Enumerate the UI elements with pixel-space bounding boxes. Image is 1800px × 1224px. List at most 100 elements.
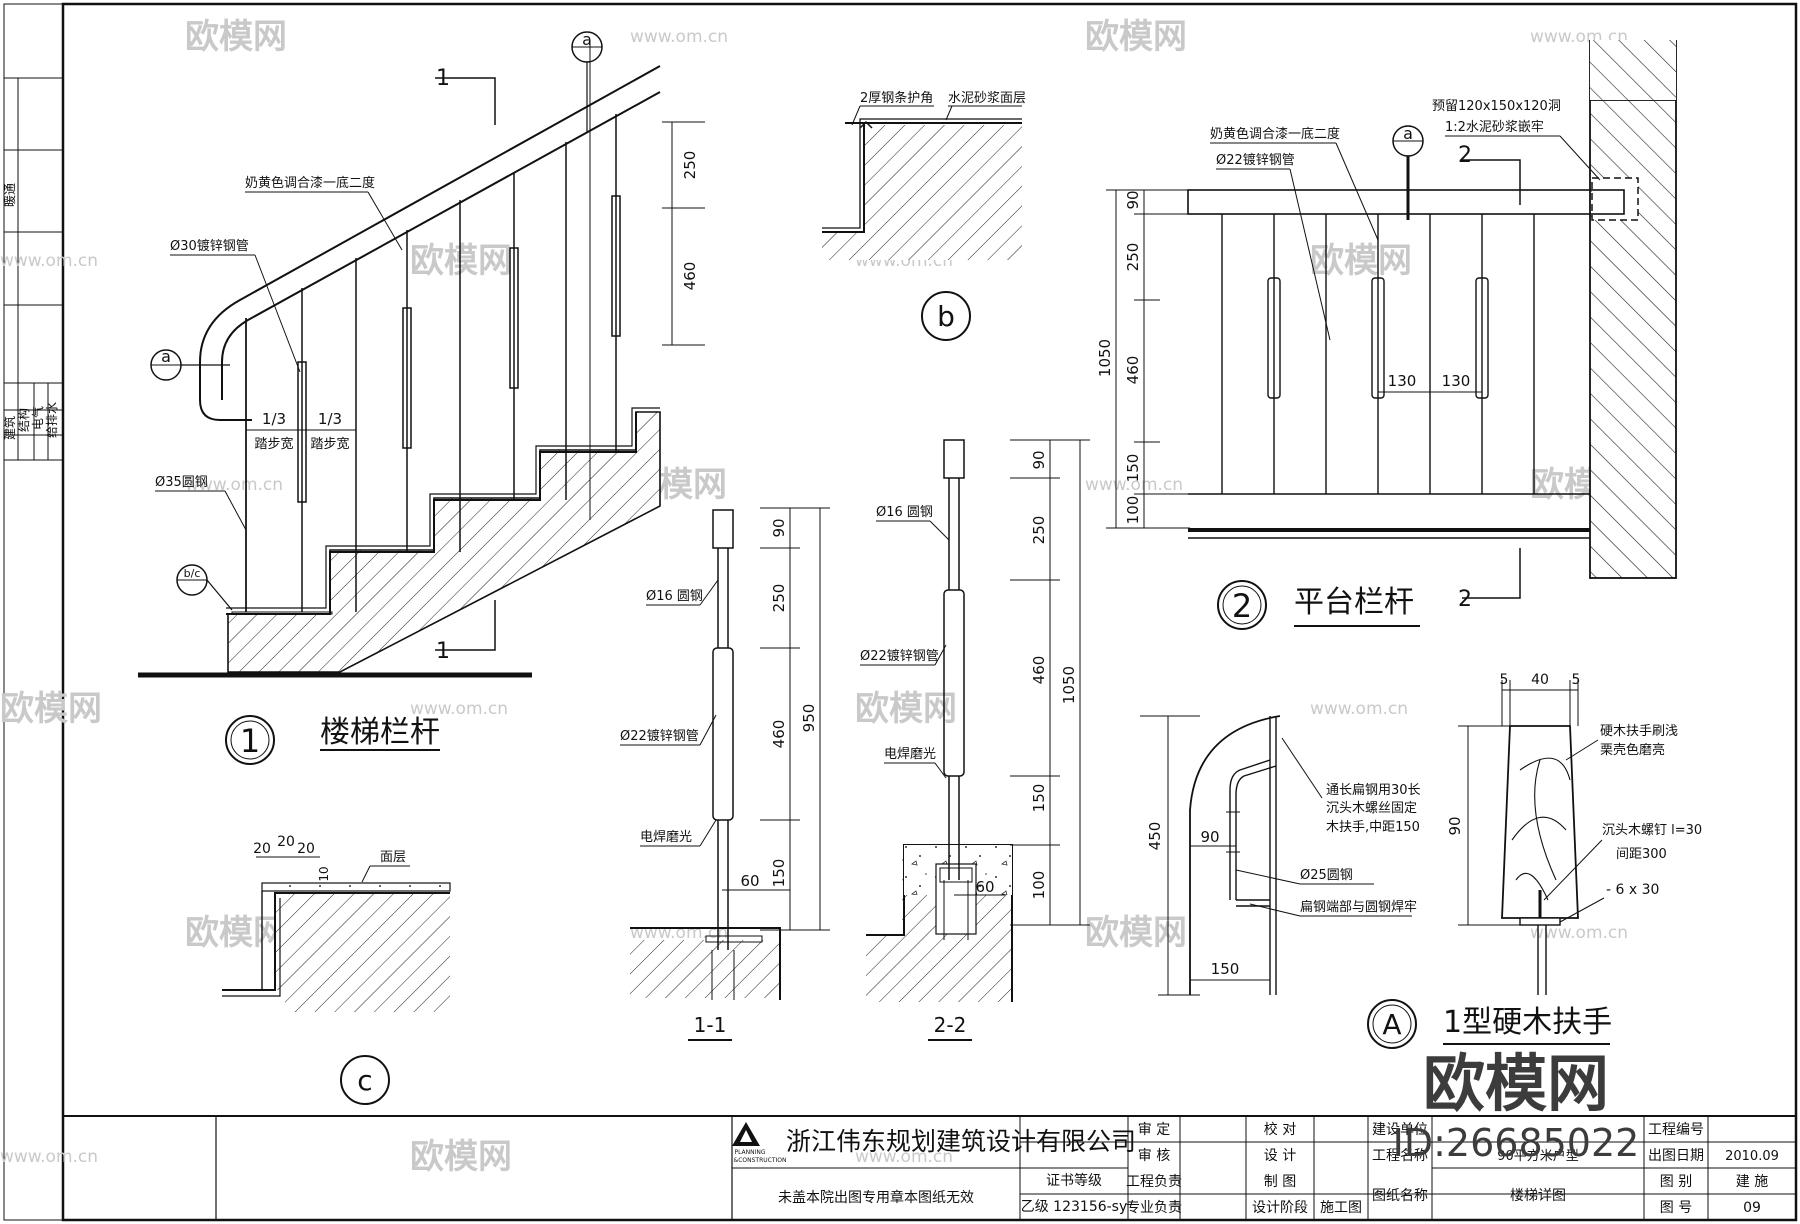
dim-c-3: 20 (297, 841, 315, 857)
dim-spacing-1: 130 (1388, 372, 1417, 390)
value-stage: 施工图 (1320, 1200, 1362, 1216)
note-2-weld: 电焊磨光 (884, 746, 936, 762)
section-1-1: 90 250 460 150 950 60 Ø16 圆钢 Ø22镀锌钢管 电焊磨… (620, 507, 830, 1041)
dim-2-460: 460 (1030, 656, 1048, 685)
stair-steps (226, 412, 637, 615)
dim-c-2: 20 (277, 834, 295, 850)
note-pipe30: Ø30镀锌钢管 (170, 238, 249, 254)
detail-2-number-circle (1217, 580, 1267, 630)
value-drawing: 楼梯详图 (1510, 1188, 1566, 1204)
detail-c-hatch (274, 893, 450, 1012)
dim-A-height: 90 (1446, 816, 1464, 835)
detail-2-platform-railing: 2 2 a 奶黄色调合漆一底二度 Ø22镀锌钢管 预留120x150x120洞 … (1096, 40, 1677, 630)
callout-a-side-label: a (161, 347, 171, 366)
sheet-border (3, 2, 1798, 1222)
company-name: 浙江伟东规划建筑设计有限公司 (786, 1127, 1136, 1156)
section-1-1-title: 1-1 (694, 1013, 727, 1037)
note-A-flat: - 6 x 30 (1606, 882, 1659, 898)
side-labels: 暖通 建筑 结构 电气 给排水 (2, 183, 59, 440)
dim-p-460: 460 (1124, 356, 1142, 385)
handrail (199, 65, 661, 421)
detail-1-number-circle (225, 715, 275, 765)
dim-third-1: 1/3 (262, 410, 286, 428)
value-date: 2010.09 (1725, 1149, 1779, 1164)
dim-460: 460 (681, 262, 699, 291)
note-2-round16: Ø16 圆钢 (876, 505, 933, 520)
stair-steps-finish (226, 407, 660, 609)
callout-bc-label: b/c (184, 567, 201, 580)
stamp-notice: 未盖本院出图专用章本图纸无效 (778, 1189, 974, 1206)
note-paint: 奶黄色调合漆一底二度 (245, 175, 375, 191)
detail-2-title: 平台栏杆 (1294, 585, 1414, 620)
note-steel-angle: 2厚钢条护角 (860, 90, 933, 106)
value-number: 09 (1743, 1200, 1761, 1216)
brand-watermark-id: ID:26685022 (1393, 1121, 1640, 1165)
detail-A-handrail: 450 90 150 通长扁钢用30长 沉头木螺丝固定 木扶手,中距150 Ø2… (1140, 672, 1702, 1049)
baluster-cap (712, 509, 734, 549)
side-label-hvac: 暖通 (3, 183, 17, 207)
logo-line-1: PLANNING (734, 1149, 765, 1156)
title-block: PLANNING &CONSTRUCTION 浙江伟东规划建筑设计有限公司 未盖… (63, 1115, 1796, 1220)
label-drawing: 图纸名称 (1372, 1188, 1428, 1204)
handrail-section (1501, 725, 1579, 919)
dim-p-250: 250 (1124, 243, 1142, 272)
label-design: 设 计 (1264, 1148, 1296, 1164)
watermark: 欧模网 (0, 689, 102, 729)
side-label-elec: 电气 (30, 406, 45, 430)
baluster-cap-2 (943, 439, 965, 479)
watermark: 欧模网 (185, 17, 287, 57)
note-mortar: 水泥砂浆面层 (948, 91, 1026, 106)
dim-2-60: 60 (975, 878, 994, 896)
note-1-round16: Ø16 圆钢 (646, 589, 703, 604)
dim-A-5-right: 5 (1572, 672, 1581, 688)
label-draw: 制 图 (1264, 1174, 1296, 1190)
stair-concrete (227, 411, 661, 673)
watermark-site: www.om.cn (855, 1147, 953, 1167)
dim-A-90: 90 (1200, 828, 1219, 846)
watermark: 欧模网 (1310, 241, 1412, 281)
note-2-pipe22: Ø22镀锌钢管 (860, 648, 939, 664)
dim-1-460: 460 (770, 720, 788, 749)
note-A-bar-1: 通长扁钢用30长 (1326, 783, 1421, 798)
detail-b-label: b (937, 300, 955, 333)
note-surface: 面层 (380, 850, 406, 865)
label-spec-lead: 专业负责 (1126, 1200, 1182, 1216)
balusters (245, 114, 621, 612)
section-2-2-title: 2-2 (934, 1013, 967, 1037)
dim-250: 250 (681, 151, 699, 180)
note-A-screw-2: 间距300 (1616, 847, 1667, 862)
detail-A-label: A (1382, 1008, 1401, 1041)
dim-tread-1: 踏步宽 (254, 436, 293, 452)
section-mark-2-top: 2 (1458, 143, 1472, 168)
note-A-round25: Ø25圆钢 (1300, 868, 1353, 883)
note-hole-2: 1:2水泥砂浆嵌牢 (1445, 120, 1544, 135)
dim-2-90: 90 (1030, 450, 1048, 469)
dim-spacing-2: 130 (1442, 372, 1471, 390)
section-mark-2-bottom: 2 (1458, 587, 1472, 612)
watermark: 欧模网 (185, 913, 287, 953)
value-project: 90平方米户型 (1497, 1148, 1579, 1164)
note-A-bar-3: 木扶手,中距150 (1326, 820, 1420, 835)
label-stage: 设计阶段 (1252, 1200, 1308, 1216)
dim-1-60: 60 (740, 872, 759, 890)
detail-c-label-circle (340, 1055, 390, 1105)
dim-p-100: 100 (1124, 496, 1142, 525)
value-category: 建 施 (1736, 1174, 1768, 1190)
watermark-site: www.om.cn (185, 475, 283, 495)
note-2-pipe22p: Ø22镀锌钢管 (1216, 152, 1295, 168)
handrail-lower (221, 91, 661, 400)
label-audit: 审 核 (1138, 1148, 1170, 1164)
brand-watermark: 欧模网 ID:26685022 (1393, 1047, 1640, 1165)
dim-A-40: 40 (1531, 672, 1549, 688)
callout-a-top-label: a (582, 30, 592, 49)
dim-2-total: 1050 (1060, 666, 1078, 704)
note-A-bar-2: 沉头木螺丝固定 (1326, 801, 1417, 816)
brand-watermark-text: 欧模网 (1423, 1047, 1609, 1120)
side-label-arch: 建筑 (2, 416, 17, 440)
section-mark-bottom: 1 (436, 639, 450, 664)
note-A-wood-2: 栗壳色磨亮 (1600, 742, 1665, 758)
note-hole-1: 预留120x150x120洞 (1432, 99, 1561, 114)
dim-1-total: 950 (800, 704, 818, 733)
note-A-wood-1: 硬木扶手刷浅 (1600, 724, 1678, 739)
